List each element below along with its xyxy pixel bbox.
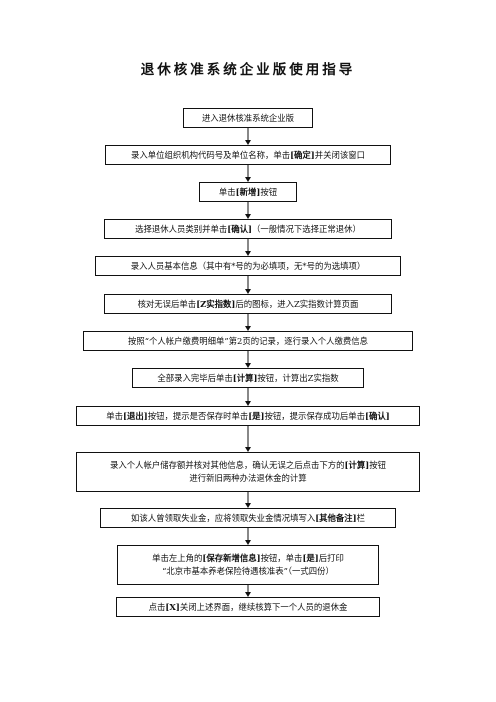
step-text: 按钮，计算出Z实指数: [257, 372, 339, 383]
button-reference: [计算]: [344, 460, 370, 470]
step-text: 核对无误后单击: [137, 298, 197, 309]
flow-step-2: 录入单位组织机构代码号及单位名称，单击[确定]并关闭该窗口: [105, 145, 391, 165]
flow-step-7: 按照“个人帐户缴费明细单”第2页的记录，逐行录入个人缴费信息: [83, 331, 413, 351]
flow-step-line: 录入人员基本信息（其中有*号的为必填项，无*号的为选填项）: [131, 260, 366, 273]
flow-step-line: 录入单位组织机构代码号及单位名称，单击[确定]并关闭该窗口: [131, 149, 365, 162]
step-text: 按钮: [369, 460, 386, 470]
flow-step-line: 全部录入完毕后单击[计算]按钮，计算出Z实指数: [157, 372, 338, 385]
flow-step-line: 单击[新增]按钮: [219, 186, 277, 199]
button-reference: [是]: [302, 553, 319, 563]
flow-step-line: 进行新旧两种办法退休金的计算: [189, 472, 306, 485]
step-text: 进入退休核准系统企业版: [201, 112, 295, 123]
step-text: 选择退休人员类别并单击: [135, 223, 228, 234]
button-reference: [Z实指数]: [196, 298, 236, 309]
step-text: 进行新旧两种办法退休金的计算: [189, 473, 307, 483]
arrow-head: [245, 503, 251, 508]
page-title: 退休核准系统企业版使用指导: [140, 62, 356, 78]
step-text: 录入个人帐户储存额并核对其他信息，确认无误之后点击下方的: [110, 460, 345, 470]
arrow-head: [245, 140, 251, 145]
button-reference: [保存新增信息]: [202, 553, 261, 563]
flow-step-line: 按照“个人帐户缴费明细单”第2页的记录，逐行录入个人缴费信息: [128, 335, 368, 348]
flow-step-line: 录入个人帐户储存额并核对其他信息，确认无误之后点击下方的[计算]按钮: [110, 459, 386, 472]
step-text: 后的图标，进入Z实指数计算页面: [235, 298, 359, 309]
step-text: 单击左上角的: [152, 553, 203, 563]
flow-step-10: 录入个人帐户储存额并核对其他信息，确认无误之后点击下方的[计算]按钮进行新旧两种…: [76, 452, 420, 492]
arrow-head: [245, 326, 251, 331]
flow-step-3: 单击[新增]按钮: [199, 182, 297, 202]
step-text: 并关闭该窗口: [314, 149, 366, 160]
step-text: 关闭上述界面，继续核算下一个人员的退休金: [179, 601, 348, 612]
flow-step-12: 单击左上角的[保存新增信息]按钮，单击[是]后打印“北京市基本养老保险待遇核准表…: [117, 545, 379, 585]
arrow-head: [245, 540, 251, 545]
step-text: 全部录入完毕后单击: [157, 372, 233, 383]
step-text: “北京市基本养老保险待遇核准表”（一式四份）: [162, 566, 334, 576]
flow-step-line: 单击[退出]按钮，提示是否保存时单击[是]按钮，提示保存成功后单击[确认]: [106, 410, 389, 423]
step-text: 按钮: [260, 186, 278, 197]
flow-step-4: 选择退休人员类别并单击[确认]（一般情况下选择正常退休）: [104, 219, 392, 239]
flow-step-line: 选择退休人员类别并单击[确认]（一般情况下选择正常退休）: [135, 223, 361, 236]
button-reference: [新增]: [235, 186, 261, 197]
step-text: 按钮，单击: [260, 553, 303, 563]
step-text: 单击: [218, 186, 236, 197]
flow-step-line: “北京市基本养老保险待遇核准表”（一式四份）: [162, 565, 334, 578]
flow-step-line: 核对无误后单击[Z实指数]后的图标，进入Z实指数计算页面: [138, 298, 359, 311]
step-text: 录入单位组织机构代码号及单位名称，单击: [130, 149, 291, 160]
arrow-head: [245, 401, 251, 406]
arrow-head: [245, 251, 251, 256]
arrow-head: [245, 592, 251, 597]
step-text: 后打印: [318, 553, 344, 563]
button-reference: [X]: [165, 601, 180, 612]
button-reference: [确定]: [290, 149, 315, 160]
flow-step-13: 点击[X]关闭上述界面，继续核算下一个人员的退休金: [116, 597, 380, 617]
button-reference: [是]: [248, 410, 265, 421]
arrow-head: [245, 289, 251, 294]
step-text: 点击: [148, 601, 166, 612]
flow-step-11: 如该人曾领取失业金，应将领取失业金情况填写入[其他备注]栏: [100, 508, 396, 528]
button-reference: [确认]: [365, 410, 390, 421]
button-reference: [退出]: [123, 410, 148, 421]
flow-step-line: 进入退休核准系统企业版: [202, 112, 294, 125]
step-text: 录入人员基本信息（其中有*号的为必填项，无*号的为选填项）: [130, 260, 366, 271]
step-text: 按钮，提示是否保存时单击: [147, 410, 249, 421]
button-reference: [其他备注]: [315, 512, 357, 523]
step-text: （一般情况下选择正常退休）: [251, 223, 361, 234]
flow-step-9: 单击[退出]按钮，提示是否保存时单击[是]按钮，提示保存成功后单击[确认]: [76, 406, 420, 426]
flow-step-line: 单击左上角的[保存新增信息]按钮，单击[是]后打印: [152, 552, 344, 565]
flow-step-1: 进入退休核准系统企业版: [183, 108, 313, 128]
arrow-head: [245, 214, 251, 219]
arrow-head: [245, 363, 251, 368]
step-text: 如该人曾领取失业金，应将领取失业金情况填写入: [130, 512, 316, 523]
flow-step-line: 如该人曾领取失业金，应将领取失业金情况填写入[其他备注]栏: [131, 512, 365, 525]
step-text: 按钮，提示保存成功后单击: [264, 410, 366, 421]
flow-step-6: 核对无误后单击[Z实指数]后的图标，进入Z实指数计算页面: [104, 294, 392, 314]
button-reference: [计算]: [232, 372, 258, 383]
step-text: 单击: [106, 410, 124, 421]
arrow-head: [245, 447, 251, 452]
arrow-head: [245, 177, 251, 182]
flow-step-line: 点击[X]关闭上述界面，继续核算下一个人员的退休金: [149, 601, 348, 614]
flow-step-8: 全部录入完毕后单击[计算]按钮，计算出Z实指数: [132, 368, 364, 388]
flow-step-5: 录入人员基本信息（其中有*号的为必填项，无*号的为选填项）: [95, 256, 401, 276]
button-reference: [确认]: [227, 223, 252, 234]
step-text: 按照“个人帐户缴费明细单”第2页的记录，逐行录入个人缴费信息: [127, 335, 368, 346]
step-text: 栏: [356, 512, 366, 523]
